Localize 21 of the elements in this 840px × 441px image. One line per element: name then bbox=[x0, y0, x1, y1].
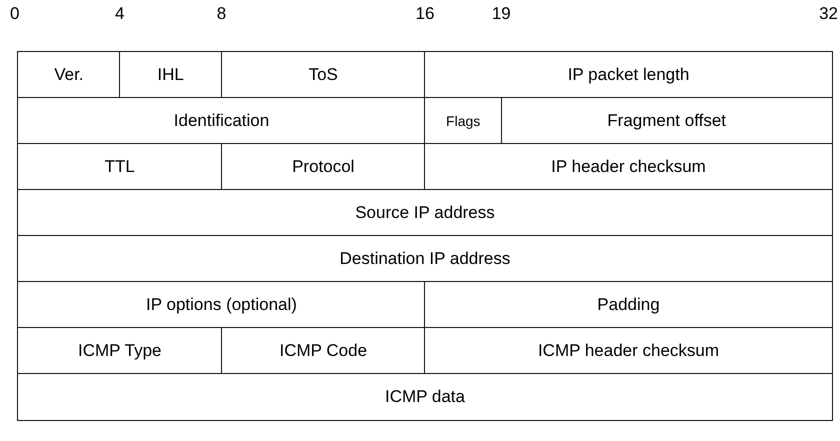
packet-field: ICMP Type bbox=[17, 327, 222, 375]
bit-number: 4 bbox=[115, 4, 124, 24]
packet-field: Identification bbox=[17, 97, 426, 145]
packet-field: ICMP header checksum bbox=[424, 327, 833, 375]
bit-number: 19 bbox=[492, 4, 511, 24]
packet-field: TTL bbox=[17, 143, 222, 191]
packet-field: Padding bbox=[424, 281, 833, 329]
packet-field: IP packet length bbox=[424, 51, 833, 99]
packet-field: IP header checksum bbox=[424, 143, 833, 191]
packet-field: IHL bbox=[119, 51, 222, 99]
bit-number: 0 bbox=[10, 4, 20, 24]
packet-field: Source IP address bbox=[17, 189, 833, 237]
packet-field: Ver. bbox=[17, 51, 120, 99]
packet-field: IP options (optional) bbox=[17, 281, 426, 329]
bit-number: 32 bbox=[819, 4, 838, 24]
bit-number: 8 bbox=[216, 4, 226, 24]
packet-field: Flags bbox=[424, 97, 502, 145]
packet-field: Destination IP address bbox=[17, 235, 833, 283]
packet-field: ICMP data bbox=[17, 373, 833, 421]
bit-number: 16 bbox=[416, 4, 434, 24]
packet-field: Fragment offset bbox=[500, 97, 833, 145]
